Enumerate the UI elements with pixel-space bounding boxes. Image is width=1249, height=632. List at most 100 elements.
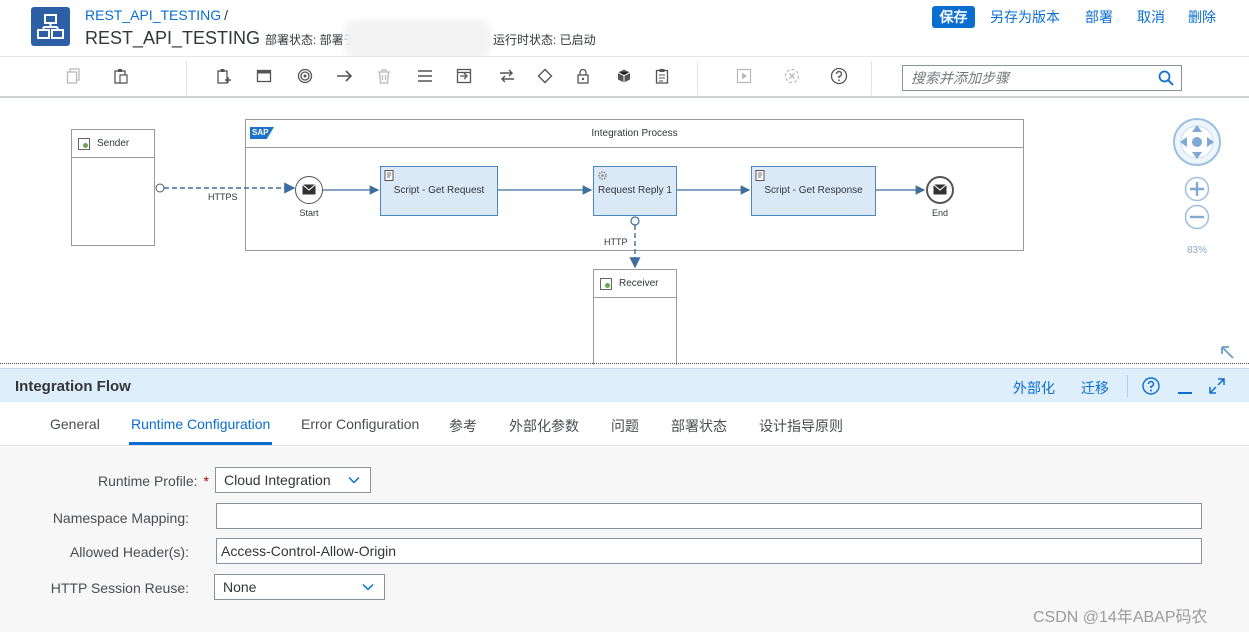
- save-button[interactable]: 保存: [932, 6, 975, 28]
- connector-arrow-icon[interactable]: [335, 66, 355, 86]
- toolbar-separator: [697, 61, 698, 95]
- https-label: HTTPS: [208, 192, 238, 202]
- menu-lines-icon[interactable]: [415, 66, 435, 86]
- tab-problems[interactable]: 问题: [611, 418, 639, 434]
- migrate-button[interactable]: 迁移: [1081, 380, 1109, 396]
- sender-pool[interactable]: Sender: [71, 129, 155, 246]
- zoom-in-icon[interactable]: [1184, 176, 1210, 202]
- paste-icon[interactable]: [111, 66, 131, 86]
- start-event[interactable]: [295, 176, 323, 204]
- header: REST_API_TESTING/ REST_API_TESTING 部署状态:…: [0, 0, 1249, 58]
- redacted-blur: [345, 20, 490, 58]
- tab-general[interactable]: General: [50, 416, 100, 432]
- copy-icon[interactable]: [64, 66, 84, 86]
- breadcrumb-separator: /: [224, 7, 229, 23]
- envelope-icon: [302, 184, 316, 195]
- step-label: Script - Get Request: [393, 185, 485, 196]
- delete-button[interactable]: 删除: [1188, 9, 1216, 25]
- step-request-reply[interactable]: Request Reply 1: [593, 166, 677, 216]
- tab-design-guidelines[interactable]: 设计指导原则: [759, 418, 843, 434]
- chevron-down-icon: [348, 476, 360, 484]
- process-icon[interactable]: [254, 66, 274, 86]
- events-icon[interactable]: [295, 66, 315, 86]
- maximize-icon[interactable]: [1207, 376, 1227, 396]
- help-icon[interactable]: [1141, 376, 1161, 396]
- integration-flow-icon: [31, 7, 70, 46]
- breadcrumb: REST_API_TESTING/: [85, 7, 228, 23]
- participant-icon: [78, 138, 90, 150]
- simulation-play-icon[interactable]: [734, 66, 754, 86]
- participant-icon: [600, 278, 612, 290]
- tab-externalized-parameters[interactable]: 外部化参数: [509, 418, 579, 434]
- page-title: REST_API_TESTING: [85, 28, 261, 48]
- runtime-status: 运行时状态: 已启动: [493, 33, 596, 47]
- allowed-headers-input[interactable]: [216, 538, 1202, 564]
- end-label: End: [931, 208, 948, 218]
- properties-title: Integration Flow: [15, 378, 131, 395]
- deploy-status: 部署状态: 部署于: [265, 33, 356, 47]
- search-icon[interactable]: [1157, 69, 1175, 87]
- gateway-icon[interactable]: [535, 66, 555, 86]
- chevron-down-icon: [362, 583, 374, 591]
- header-separator: [1127, 375, 1128, 397]
- deploy-button[interactable]: 部署: [1085, 9, 1113, 25]
- cancel-button[interactable]: 取消: [1137, 9, 1165, 25]
- pan-control-icon[interactable]: [1172, 117, 1222, 167]
- script-icon: [755, 170, 765, 181]
- toolbar: [0, 56, 1249, 98]
- clear-simulation-icon[interactable]: [782, 66, 802, 86]
- step-label: Request Reply 1: [598, 185, 672, 196]
- minimize-icon[interactable]: [1175, 376, 1195, 396]
- zoom-level: 83%: [1186, 245, 1207, 256]
- security-lock-icon[interactable]: [573, 66, 593, 86]
- sender-label: Sender: [97, 138, 130, 149]
- http-session-reuse-select[interactable]: None: [214, 574, 385, 600]
- save-as-version-button[interactable]: 另存为版本: [990, 9, 1060, 25]
- runtime-profile-label: Runtime Profile: *: [98, 473, 209, 489]
- step-search-box: [902, 65, 1182, 91]
- tab-runtime-configuration[interactable]: Runtime Configuration: [131, 416, 271, 432]
- runtime-profile-label-text: Runtime Profile:: [97, 473, 198, 489]
- step-script-get-request[interactable]: Script - Get Request: [380, 166, 498, 216]
- step-script-get-response[interactable]: Script - Get Response: [751, 166, 876, 216]
- delete-icon[interactable]: [374, 66, 394, 86]
- watermark: CSDN @14年ABAP码农: [1033, 609, 1208, 626]
- namespace-mapping-input[interactable]: [216, 503, 1202, 529]
- zoom-out-icon[interactable]: [1184, 204, 1210, 230]
- message-routing-icon[interactable]: [497, 66, 517, 86]
- http-session-reuse-label: HTTP Session Reuse:: [50, 580, 189, 596]
- diagram-canvas[interactable]: Sender SAP Integration Process Receiver: [0, 99, 1249, 365]
- toolbar-separator: [871, 61, 872, 95]
- properties-body: Runtime Profile: * Cloud Integration Name…: [0, 447, 1249, 632]
- properties-tabs: General Runtime Configuration Error Conf…: [0, 402, 1249, 446]
- tab-deploy-status[interactable]: 部署状态: [671, 418, 727, 434]
- sap-logo: SAP: [250, 127, 274, 139]
- step-label: Script - Get Response: [764, 185, 863, 196]
- step-search-input[interactable]: [911, 69, 1151, 87]
- envelope-icon: [933, 184, 947, 195]
- active-tab-indicator: [129, 442, 272, 445]
- tab-error-configuration[interactable]: Error Configuration: [301, 416, 420, 432]
- help-icon[interactable]: [829, 66, 849, 86]
- required-marker: *: [203, 473, 209, 489]
- panel-splitter[interactable]: [0, 363, 1249, 365]
- externalize-button[interactable]: 外部化: [1013, 380, 1055, 396]
- breadcrumb-link[interactable]: REST_API_TESTING: [85, 7, 222, 23]
- persistence-cube-icon[interactable]: [614, 66, 634, 86]
- add-participant-icon[interactable]: [214, 66, 234, 86]
- allowed-headers-label: Allowed Header(s):: [69, 544, 189, 560]
- script-icon: [384, 170, 394, 181]
- integration-process-title: Integration Process: [591, 128, 678, 139]
- runtime-profile-select[interactable]: Cloud Integration: [215, 467, 371, 493]
- end-event[interactable]: [926, 176, 954, 204]
- expand-diagram-icon[interactable]: [1219, 344, 1235, 360]
- tab-references[interactable]: 参考: [449, 418, 477, 434]
- namespace-mapping-label: Namespace Mapping:: [52, 510, 189, 526]
- receiver-pool[interactable]: Receiver: [593, 269, 677, 365]
- toolbar-separator: [186, 61, 187, 95]
- integration-process-header: SAP Integration Process: [246, 120, 1023, 148]
- validator-clipboard-icon[interactable]: [652, 66, 672, 86]
- call-icon[interactable]: [454, 66, 474, 86]
- http-session-reuse-value: None: [223, 579, 257, 595]
